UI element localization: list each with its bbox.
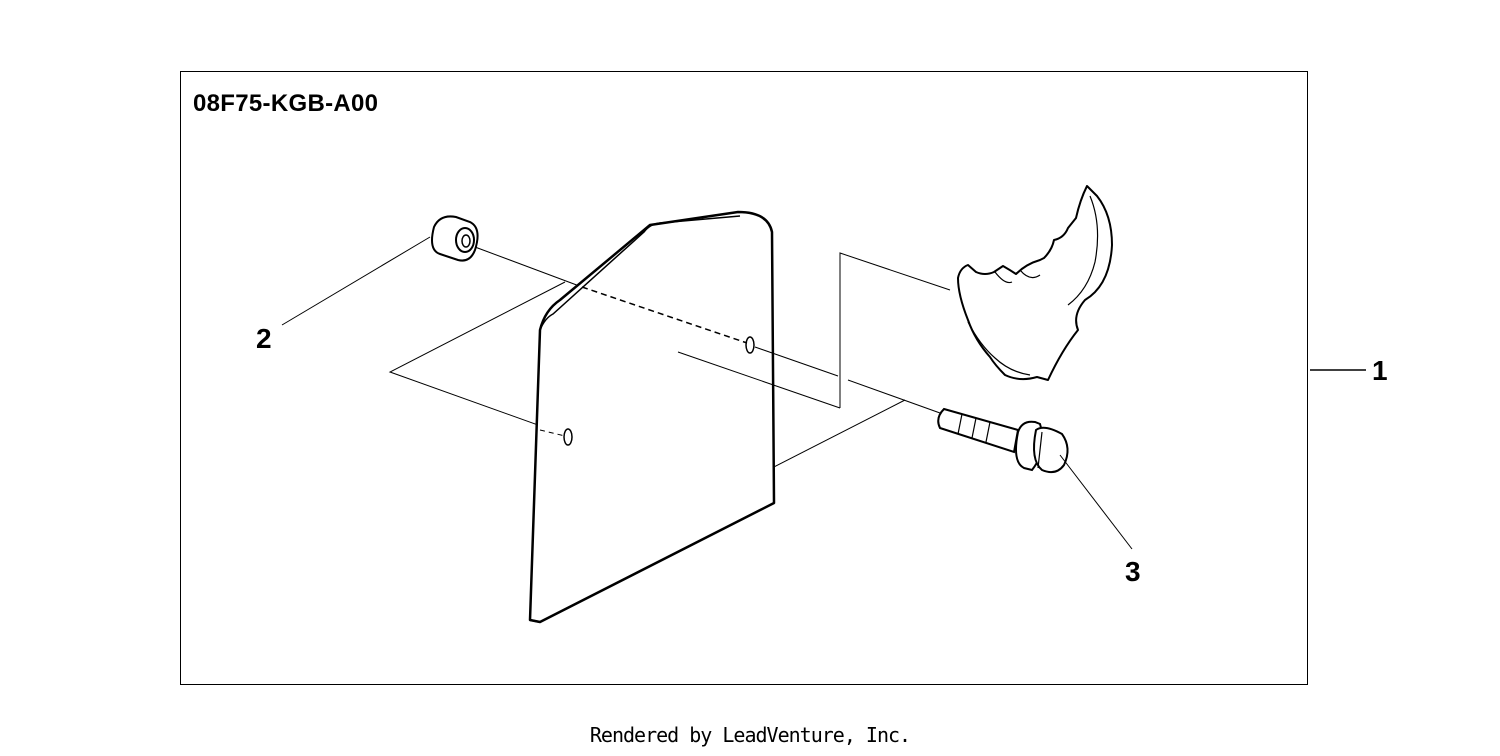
callout-2: 2 bbox=[256, 323, 272, 354]
render-credit: Rendered by LeadVenture, Inc. bbox=[589, 723, 911, 747]
callout-1: 1 bbox=[1372, 355, 1388, 386]
collar-part bbox=[431, 215, 479, 262]
bolt-part bbox=[937, 407, 1069, 474]
plate-hole-upper bbox=[745, 336, 755, 354]
bracket-part bbox=[957, 185, 1113, 381]
callout-3: 3 bbox=[1125, 556, 1141, 587]
leader-line-3 bbox=[1059, 454, 1133, 550]
plate-hole-lower bbox=[563, 428, 573, 446]
mounting-plate bbox=[528, 210, 776, 624]
part-number-label: 08F75-KGB-A00 bbox=[193, 90, 379, 117]
leader-line-2 bbox=[281, 236, 431, 326]
diagram-frame bbox=[180, 71, 1308, 685]
assembly-lines-front bbox=[539, 286, 941, 437]
